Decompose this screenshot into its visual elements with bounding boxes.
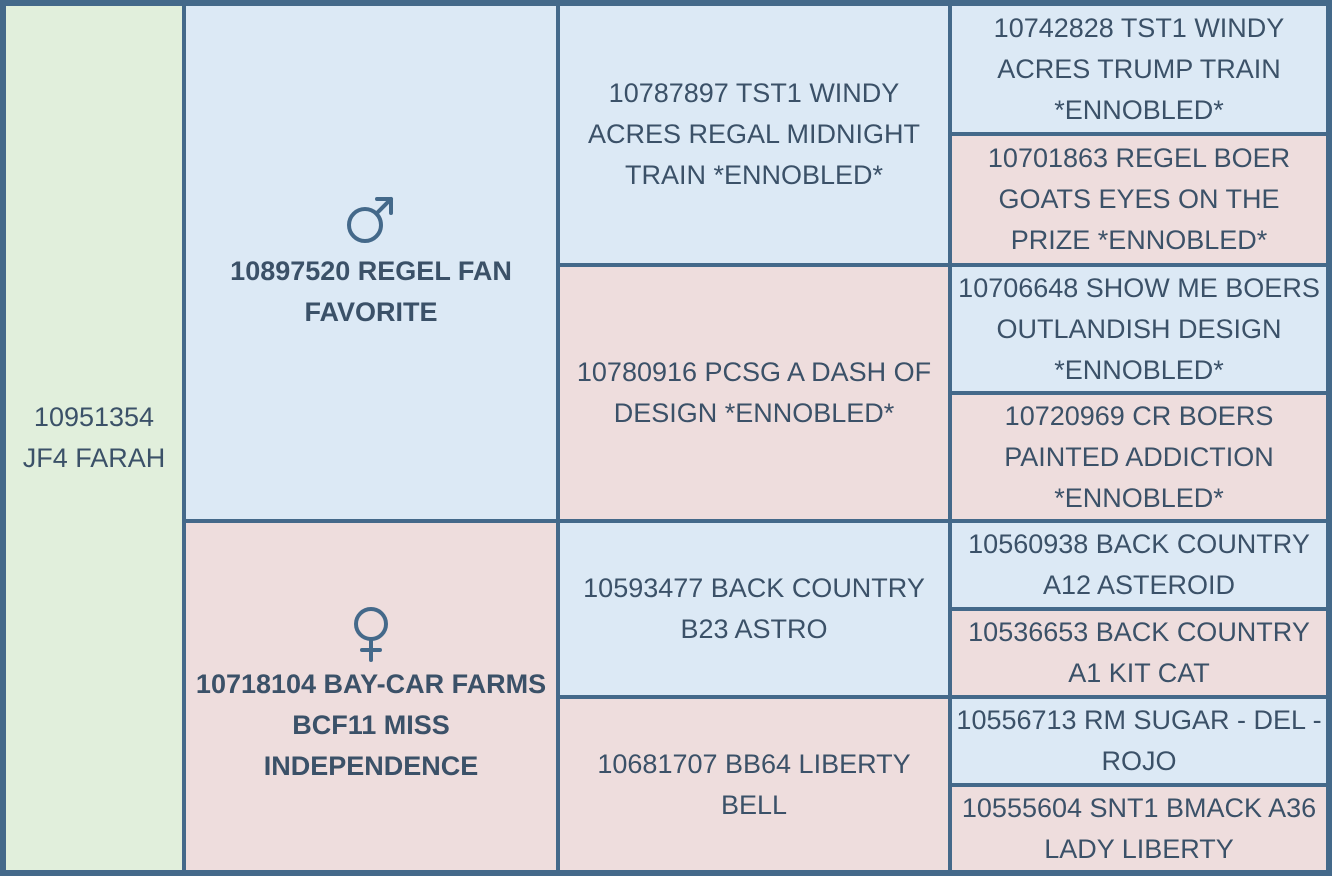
sire-dam-dam-cell[interactable]: 10720969 CR BOERS PAINTED ADDICTION *ENN… — [952, 395, 1326, 519]
sire-cell[interactable]: 10897520 REGEL FAN FAVORITE — [186, 6, 556, 519]
sire-sire-sire-cell[interactable]: 10742828 TST1 WINDY ACRES TRUMP TRAIN *E… — [952, 6, 1326, 132]
dam-label: 10718104 BAY-CAR FARMS BCF11 MISS INDEPE… — [195, 669, 547, 781]
subject-name: JF4 FARAH — [22, 443, 166, 473]
dam-sire-dam-label: 10536653 BACK COUNTRY A1 KIT CAT — [968, 617, 1310, 688]
sire-dam-label: 10780916 PCSG A DASH OF DESIGN *ENNOBLED… — [576, 357, 932, 428]
dam-cell[interactable]: 10718104 BAY-CAR FARMS BCF11 MISS INDEPE… — [186, 523, 556, 870]
sire-sire-cell[interactable]: 10787897 TST1 WINDY ACRES REGAL MIDNIGHT… — [560, 6, 948, 263]
sire-label: 10897520 REGEL FAN FAVORITE — [230, 255, 512, 327]
sire-sire-dam-label: 10701863 REGEL BOER GOATS EYES ON THE PR… — [987, 143, 1291, 255]
dam-sire-sire-label: 10560938 BACK COUNTRY A12 ASTEROID — [968, 529, 1310, 600]
subject-cell[interactable]: 10951354 JF4 FARAH — [6, 6, 182, 870]
sire-dam-cell[interactable]: 10780916 PCSG A DASH OF DESIGN *ENNOBLED… — [560, 267, 948, 519]
dam-sire-cell[interactable]: 10593477 BACK COUNTRY B23 ASTRO — [560, 523, 948, 695]
sire-dam-dam-label: 10720969 CR BOERS PAINTED ADDICTION *ENN… — [1004, 400, 1274, 513]
dam-sire-dam-cell[interactable]: 10536653 BACK COUNTRY A1 KIT CAT — [952, 611, 1326, 695]
female-symbol-icon — [341, 606, 401, 662]
dam-dam-dam-cell[interactable]: 10555604 SNT1 BMACK A36 LADY LIBERTY — [952, 787, 1326, 870]
sire-dam-sire-cell[interactable]: 10706648 SHOW ME BOERS OUTLANDISH DESIGN… — [952, 267, 1326, 391]
dam-dam-sire-label: 10556713 RM SUGAR - DEL - ROJO — [956, 705, 1322, 776]
sire-sire-sire-label: 10742828 TST1 WINDY ACRES TRUMP TRAIN *E… — [993, 12, 1285, 125]
dam-sire-label: 10593477 BACK COUNTRY B23 ASTRO — [583, 573, 925, 644]
male-symbol-icon — [341, 193, 401, 249]
subject-id: 10951354 — [33, 402, 155, 432]
sire-sire-dam-cell[interactable]: 10701863 REGEL BOER GOATS EYES ON THE PR… — [952, 136, 1326, 263]
dam-dam-label: 10681707 BB64 LIBERTY BELL — [597, 748, 911, 820]
sire-sire-label: 10787897 TST1 WINDY ACRES REGAL MIDNIGHT… — [587, 78, 921, 190]
sire-dam-sire-label: 10706648 SHOW ME BOERS OUTLANDISH DESIGN… — [958, 272, 1320, 385]
dam-dam-sire-cell[interactable]: 10556713 RM SUGAR - DEL - ROJO — [952, 699, 1326, 783]
dam-dam-cell[interactable]: 10681707 BB64 LIBERTY BELL — [560, 699, 948, 870]
dam-dam-dam-label: 10555604 SNT1 BMACK A36 LADY LIBERTY — [961, 792, 1317, 864]
dam-sire-sire-cell[interactable]: 10560938 BACK COUNTRY A12 ASTEROID — [952, 523, 1326, 607]
